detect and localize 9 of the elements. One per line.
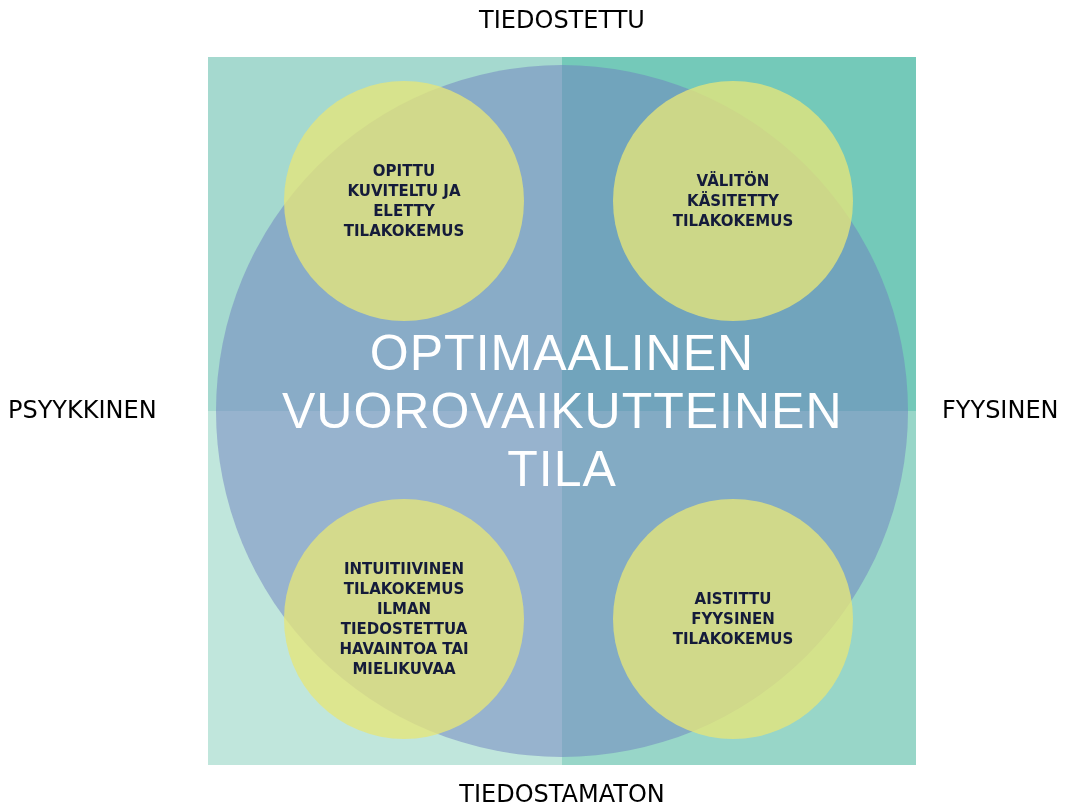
axis-label: TIEDOSTETTU <box>479 6 645 34</box>
axis-label: TIEDOSTAMATON <box>459 780 665 808</box>
circle-label: INTUITIIVINEN TILAKOKEMUS ILMAN TIEDOSTETTUA HAVAINTOA TAI MIELIKUVAA <box>338 559 470 679</box>
circle-label: VÄLITÖN KÄSITETTY TILAKOKEMUS <box>671 171 795 231</box>
axis-label: FYYSINEN <box>942 396 1059 424</box>
axis-label: PSYYKKINEN <box>8 396 157 424</box>
circle-label: AISTITTU FYYSINEN TILAKOKEMUS <box>671 589 795 649</box>
circle-label: OPITTU KUVITELTU JA ELETTY TILAKOKEMUS <box>342 161 466 241</box>
center-title: OPTIMAALINEN VUOROVAIKUTTEINEN TILA <box>282 324 842 498</box>
